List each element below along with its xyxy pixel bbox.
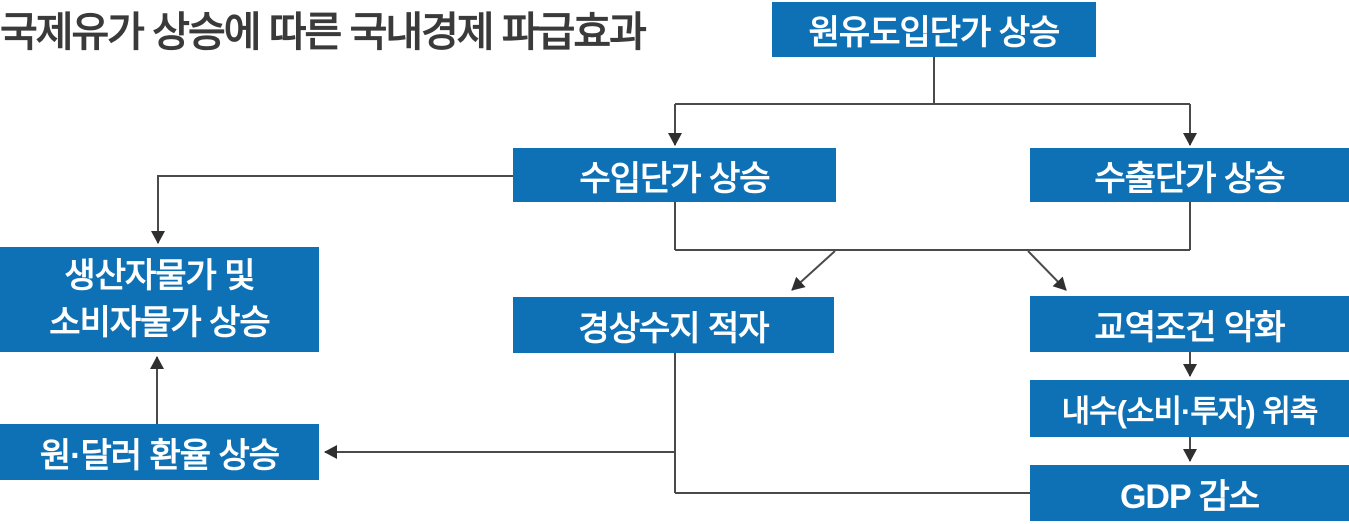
edge-merge-to-terms-of-trade — [1027, 250, 1067, 291]
node-terms-of-trade-worsening: 교역조건 악화 — [1030, 296, 1349, 352]
node-label: GDP 감소 — [1119, 477, 1260, 516]
node-label: 교역조건 악화 — [1094, 308, 1285, 347]
node-label-line1: 생산자물가 및 — [64, 256, 255, 295]
node-crude-oil-import-price-rise: 원유도입단가 상승 — [772, 2, 1096, 57]
node-label: 수입단가 상승 — [579, 159, 770, 198]
node-label: 경상수지 적자 — [578, 309, 769, 348]
edge-import-to-prices — [151, 175, 513, 244]
node-label: 내수(소비·투자) 위축 — [1061, 394, 1319, 429]
chart-title: 국제유가 상승에 따른 국내경제 파급효과 — [0, 9, 647, 55]
node-label: 원유도입단가 상승 — [808, 14, 1061, 52]
node-won-dollar-exchange-rate-rise: 원·달러 환율 상승 — [0, 424, 319, 480]
node-gdp-decrease: GDP 감소 — [1030, 465, 1349, 521]
node-producer-consumer-price-rise: 생산자물가 및 소비자물가 상승 — [0, 247, 319, 352]
node-domestic-demand-contraction: 내수(소비·투자) 위축 — [1030, 380, 1349, 437]
node-label: 원·달러 환율 상승 — [39, 436, 280, 475]
node-label: 수출단가 상승 — [1094, 159, 1285, 198]
node-export-price-rise: 수출단가 상승 — [1030, 148, 1349, 202]
node-import-price-rise: 수입단가 상승 — [513, 148, 836, 202]
node-label-line2: 소비자물가 상승 — [49, 303, 270, 342]
node-current-account-deficit: 경상수지 적자 — [513, 297, 834, 353]
edge-merge-to-current-account — [791, 250, 836, 291]
